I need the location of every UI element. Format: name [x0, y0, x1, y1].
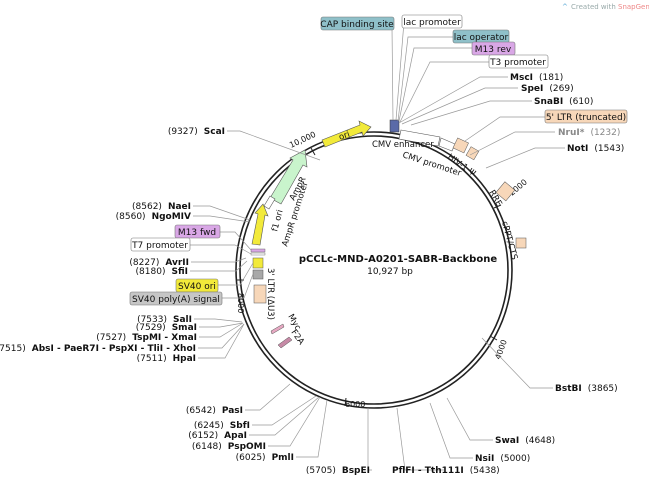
- site-scai[interactable]: (9327)ScaI: [168, 127, 225, 137]
- myc-feature[interactable]: [270, 323, 285, 335]
- ltr5-truncated-box[interactable]: [544, 109, 628, 124]
- hiv1-psi-feature[interactable]: [465, 146, 480, 161]
- t7-promoter-label: T7 promoter: [131, 241, 188, 251]
- ampr-promoter-arrow[interactable]: [263, 195, 276, 210]
- ltr3-feature[interactable]: [253, 284, 267, 304]
- sv40-polya-feature[interactable]: [252, 269, 264, 280]
- m13-fwd-feature[interactable]: [250, 248, 266, 253]
- f2a-label: F2A: [289, 328, 307, 347]
- svg-text:Created with SnapGene®: Created with SnapGene®: [571, 3, 649, 11]
- cap-binding-site-label: CAP binding site: [320, 20, 394, 30]
- site-swai[interactable]: SwaI(4648): [495, 436, 555, 446]
- plasmid-name: pCCLc-MND-A0201-SABR-Backbone: [299, 254, 497, 265]
- site-avrii[interactable]: (8227)AvrII: [129, 258, 189, 268]
- lac-promoter-box[interactable]: [401, 14, 463, 29]
- site-naei[interactable]: (8562)NaeI: [132, 202, 191, 212]
- lac-operator-label: lac operator: [454, 33, 509, 43]
- leader-lines: [188, 21, 565, 471]
- sv40-polya-label: SV40 poly(A) signal: [132, 295, 220, 305]
- site-sbfi[interactable]: (6245)SbfI: [194, 421, 250, 431]
- site-sali[interactable]: (7533)SalI: [137, 315, 192, 325]
- cap-binding-site-box[interactable]: [320, 16, 395, 31]
- lac-promoter-label: lac promoter: [403, 18, 461, 28]
- t7-promoter-feature[interactable]: [250, 252, 266, 256]
- boxed-labels-left: M13 fwd T7 promoter SV40 ori SV40 poly(A…: [129, 224, 223, 306]
- ampr-arrow[interactable]: [269, 149, 308, 205]
- sites-right: MscI(181) SpeI(269) SnaBI(610) NruI*(123…: [392, 73, 624, 476]
- site-snabi[interactable]: SnaBI(610): [534, 97, 593, 107]
- tick-label-4000: 4000: [493, 338, 508, 360]
- tick-10000: [310, 147, 316, 156]
- site-nrui[interactable]: NruI*(1232): [558, 128, 620, 138]
- snapgene-brand: ^ Created with SnapGene®: [562, 3, 649, 11]
- site-ngomiv[interactable]: (8560)NgoMIV: [116, 212, 191, 222]
- site-pflfi-tth111i[interactable]: PflFI - Tth111I(5438): [392, 466, 500, 476]
- cmv-promoter-feature[interactable]: [438, 137, 456, 152]
- plasmid-size: 10,927 bp: [367, 267, 413, 277]
- sv40-ori-feature[interactable]: [252, 257, 264, 269]
- t3-promoter-label: T3 promoter: [489, 58, 546, 68]
- m13-fwd-label: M13 fwd: [178, 228, 216, 238]
- ltr3-label: 3' LTR (ΔU3): [265, 268, 275, 320]
- site-tspmi-xmai[interactable]: (7527)TspMI - XmaI: [96, 333, 197, 343]
- m13-rev-label: M13 rev: [475, 45, 512, 55]
- site-spei[interactable]: SpeI(269): [521, 84, 574, 94]
- site-pmli[interactable]: (6025)PmlI: [236, 453, 294, 463]
- backbone-inner: [239, 135, 509, 405]
- sites-left: (9327)ScaI (8562)NaeI (8560)NgoMIV (8227…: [0, 127, 370, 476]
- t3-promoter-box[interactable]: [488, 54, 549, 69]
- tick-label-6000: 6000: [345, 400, 365, 409]
- cppt-feature[interactable]: [515, 237, 527, 249]
- t7-promoter-box[interactable]: [130, 237, 191, 252]
- site-absi-xhoi[interactable]: (7515)AbsI - PaeR7I - PspXI - TliI - Xho…: [0, 344, 196, 354]
- cmv-enhancer-feature[interactable]: [398, 129, 441, 147]
- boxed-labels-top: CAP binding site lac promoter lac operat…: [320, 14, 628, 124]
- cmv-enhancer-label: CMV enhancer: [372, 140, 434, 150]
- site-pasi[interactable]: (6542)PasI: [186, 406, 243, 416]
- tick-2000: [493, 204, 502, 209]
- f2a-feature[interactable]: [277, 336, 293, 349]
- backbone-outer: [235, 131, 513, 409]
- site-pspomi[interactable]: (6148)PspOMI: [192, 442, 266, 452]
- site-msci[interactable]: MscI(181): [510, 73, 563, 83]
- m13-fwd-box[interactable]: [174, 224, 221, 239]
- ltr5-truncated-label: 5' LTR (truncated): [546, 113, 626, 123]
- rre-feature[interactable]: [495, 181, 516, 202]
- sv40-ori-label: SV40 ori: [178, 282, 216, 292]
- tick-4000: [489, 335, 498, 341]
- f1-ori-arrow[interactable]: [251, 203, 269, 246]
- ori-label: ori: [338, 130, 352, 143]
- sv40-polya-box[interactable]: [129, 291, 223, 306]
- site-noti[interactable]: NotI(1543): [567, 144, 624, 154]
- site-sfii[interactable]: (8180)SfiI: [136, 267, 188, 277]
- f1-ori-label: f1 ori: [270, 209, 285, 233]
- brand-logo-icon: ^: [562, 3, 568, 11]
- site-apai[interactable]: (6152)ApaI: [188, 431, 247, 441]
- site-bstbi[interactable]: BstBI(3865): [555, 384, 618, 394]
- tick-6000: [344, 397, 347, 407]
- brand-name: SnapGene®: [618, 3, 649, 11]
- cap-lac-features[interactable]: [389, 119, 400, 133]
- site-smai[interactable]: (7529)SmaI: [136, 323, 197, 333]
- ori-arrow[interactable]: [321, 120, 372, 148]
- tick-label-8000: 8000: [236, 293, 245, 313]
- ltr5-feature[interactable]: [452, 137, 469, 154]
- site-bspei[interactable]: (5705)BspEI: [306, 466, 370, 476]
- brand-prefix: Created with: [571, 3, 618, 11]
- site-nsii[interactable]: NsiI(5000): [475, 454, 530, 464]
- site-hpai[interactable]: (7511)HpaI: [137, 354, 196, 364]
